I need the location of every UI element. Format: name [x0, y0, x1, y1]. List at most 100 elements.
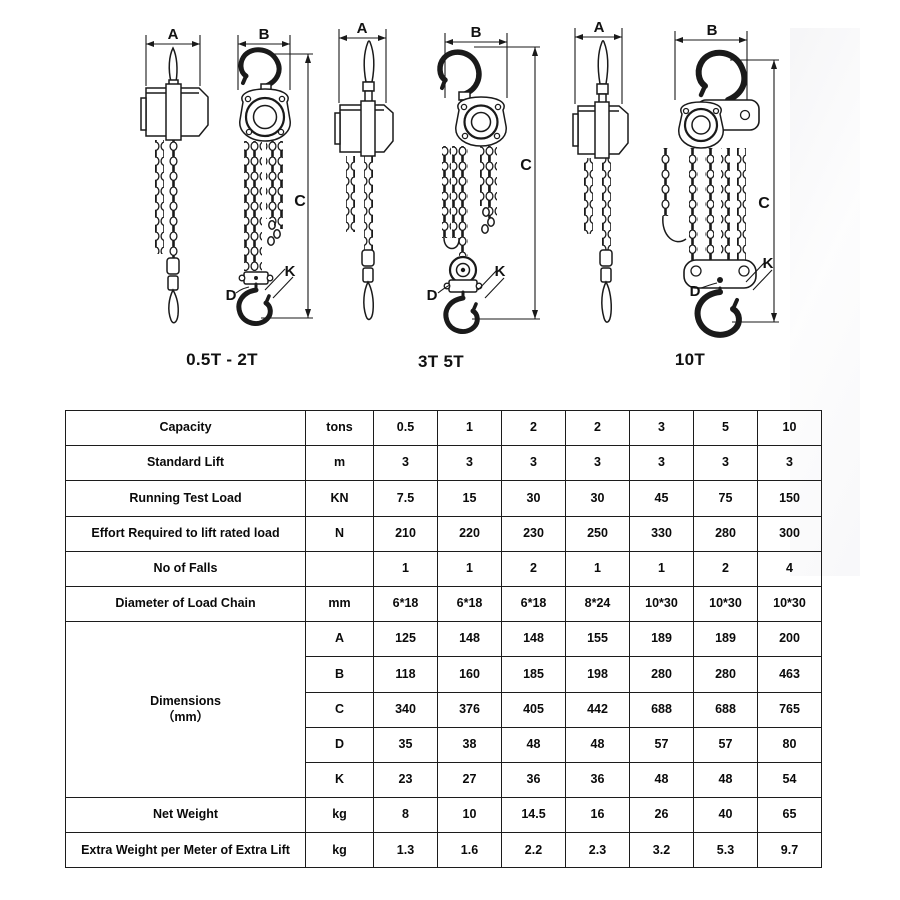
value-cell: 10*30	[757, 585, 822, 623]
value-cell: 10*30	[693, 585, 758, 623]
value-cell: 6*18	[437, 585, 502, 623]
dim-b: B	[674, 22, 748, 100]
value-cell: 442	[565, 691, 630, 728]
unit-cell: K	[305, 761, 374, 799]
value-cell: 688	[693, 691, 758, 728]
chain-strand	[442, 146, 451, 238]
value-cell: 3.2	[629, 832, 694, 869]
unit-cell	[305, 550, 374, 587]
chain-strand	[721, 148, 730, 260]
value-cell: 1.6	[437, 832, 502, 869]
value-cell: 3	[565, 445, 630, 482]
top-hook	[695, 49, 748, 103]
value-cell: 2	[501, 409, 566, 447]
chain-strand	[346, 156, 355, 232]
bottom-block	[443, 255, 483, 293]
value-cell: 198	[565, 656, 630, 693]
side-view: A	[334, 20, 394, 321]
row-label-cell: Net Weight	[65, 797, 306, 834]
chain-strand	[364, 156, 373, 250]
dim-label-b: B	[259, 26, 270, 43]
chain-strand	[480, 146, 489, 206]
top-hook	[238, 47, 282, 94]
value-cell: 8	[373, 797, 438, 834]
chain-strand	[661, 148, 670, 216]
value-cell: 463	[757, 656, 822, 693]
value-cell: 36	[501, 761, 566, 799]
dim-label-a: A	[357, 20, 368, 37]
dim-c: C	[261, 53, 313, 319]
chain-strand	[253, 141, 262, 271]
gear-housing-side	[140, 83, 209, 141]
table-row: Extra Weight per Meter of Extra Lift kg …	[65, 832, 822, 869]
value-cell: 220	[437, 515, 502, 552]
value-cell: 160	[437, 656, 502, 693]
value-cell: 250	[565, 515, 630, 552]
chain-strand	[705, 148, 714, 260]
gear-housing	[678, 101, 724, 149]
dim-label-a: A	[168, 26, 179, 43]
value-cell: 4	[757, 550, 822, 587]
bottom-block	[683, 259, 757, 289]
dim-label-c: C	[520, 157, 532, 174]
value-cell: 148	[437, 621, 502, 658]
turnbuckle	[599, 249, 613, 283]
value-cell: 80	[757, 726, 822, 763]
front-view: B D	[226, 26, 313, 327]
unit-cell: tons	[305, 409, 374, 447]
front-view: B D	[661, 22, 779, 338]
chain-strand	[452, 146, 461, 238]
value-cell: 210	[373, 515, 438, 552]
value-cell: 1	[437, 550, 502, 587]
dim-label-k: K	[495, 263, 506, 280]
dim-label-a: A	[594, 19, 605, 36]
table-row: Dimensions （mm） A 125 148 148 155 189 18…	[65, 621, 822, 799]
value-cell: 3	[373, 445, 438, 482]
value-cell: 340	[373, 691, 438, 728]
bottom-hook	[694, 286, 742, 338]
bottom-hook-edge	[363, 280, 374, 321]
value-cell: 57	[693, 726, 758, 763]
value-cell: 8*24	[565, 585, 630, 623]
value-cell: 300	[757, 515, 822, 552]
value-cell: 405	[501, 691, 566, 728]
dim-d: D	[226, 286, 250, 304]
value-cell: 1	[629, 550, 694, 587]
value-cell: 200	[757, 621, 822, 658]
chain-strand	[488, 146, 497, 218]
value-cell: 1	[565, 550, 630, 587]
value-cell: 150	[757, 480, 822, 517]
dim-c: C	[472, 46, 540, 320]
value-cell: 1	[373, 550, 438, 587]
row-label-cell: Running Test Load	[65, 480, 306, 517]
value-cell: 230	[501, 515, 566, 552]
unit-cell: A	[305, 621, 374, 658]
unit-cell: kg	[305, 797, 374, 834]
table-row: Effort Required to lift rated load N 210…	[65, 515, 822, 552]
figure-caption-05t-2t: 0.5T - 2T	[186, 350, 258, 369]
value-cell: 57	[629, 726, 694, 763]
value-cell: 30	[501, 480, 566, 517]
value-cell: 2.3	[565, 832, 630, 869]
unit-cell: kg	[305, 832, 374, 869]
top-hook-edge	[363, 40, 375, 83]
value-cell: 38	[437, 726, 502, 763]
value-cell: 189	[629, 621, 694, 658]
value-cell: 5	[693, 409, 758, 447]
value-cell: 3	[693, 445, 758, 482]
value-cell: 125	[373, 621, 438, 658]
dim-k: K	[477, 263, 506, 299]
bottom-hook-edge	[168, 288, 179, 324]
bottom-hook	[236, 271, 274, 327]
dim-label-b: B	[471, 24, 482, 41]
dim-k: K	[264, 263, 296, 299]
hoist-drawing-3t-5t: A B	[334, 20, 540, 335]
top-hook-edge	[168, 46, 178, 83]
hoist-drawing-05t-2t: A B	[140, 26, 313, 327]
value-cell: 3	[629, 445, 694, 482]
row-label-cell: Effort Required to lift rated load	[65, 515, 306, 552]
value-cell: 148	[501, 621, 566, 658]
value-cell: 688	[629, 691, 694, 728]
value-cell: 155	[565, 621, 630, 658]
value-cell: 48	[501, 726, 566, 763]
